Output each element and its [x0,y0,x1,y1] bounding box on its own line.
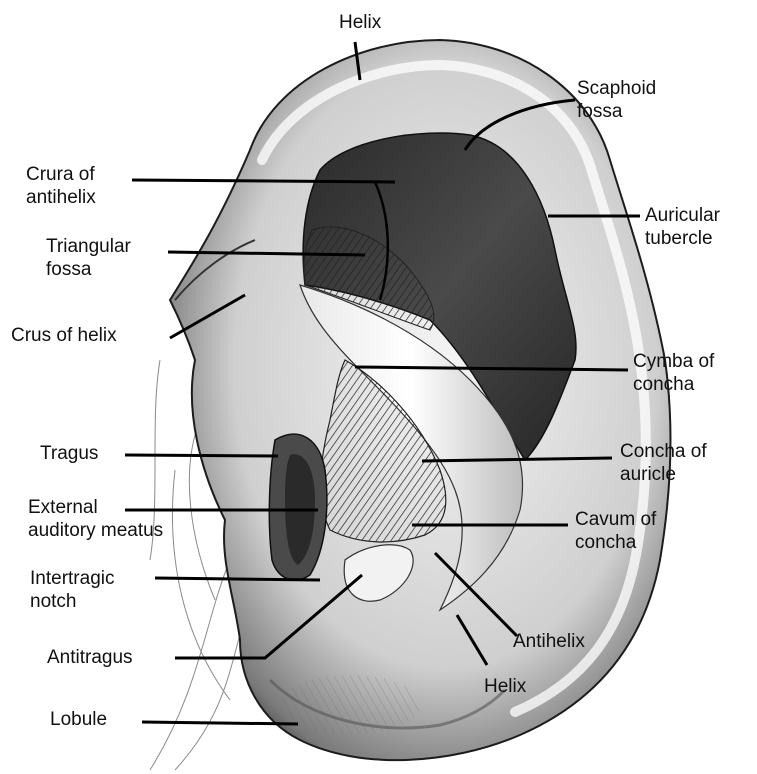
label-intertragic-notch-line1: Intertragic [30,567,114,590]
label-external-auditory-meatus-line1: External [28,496,163,519]
label-crura-of-antihelix-line1: Crura of [26,163,96,186]
label-antihelix-line1: Antihelix [513,630,585,653]
label-crus-of-helix-line1: Crus of helix [11,324,117,347]
label-concha-of-auricle: Concha of auricle [620,440,707,486]
label-cymba-of-concha-line1: Cymba of [633,350,714,373]
label-cavum-of-concha: Cavum of concha [575,508,656,554]
label-scaphoid-fossa-line2: fossa [577,100,656,123]
label-external-auditory-meatus: External auditory meatus [28,496,163,542]
label-cymba-of-concha-line2: concha [633,373,714,396]
label-triangular-fossa-line2: fossa [46,258,131,281]
label-external-auditory-meatus-line2: auditory meatus [28,519,163,542]
label-auricular-tubercle-line1: Auricular [645,204,720,227]
label-crura-of-antihelix: Crura of antihelix [26,163,96,209]
label-cavum-of-concha-line2: concha [575,531,656,554]
label-cavum-of-concha-line1: Cavum of [575,508,656,531]
leader-tragus [125,455,278,456]
label-intertragic-notch: Intertragic notch [30,567,114,613]
label-scaphoid-fossa: Scaphoid fossa [577,77,656,123]
label-tragus: Tragus [40,442,98,465]
leader-intertragic-notch [155,578,320,580]
label-helix-bottom: Helix [484,675,526,698]
label-concha-of-auricle-line2: auricle [620,463,707,486]
label-antitragus-line1: Antitragus [47,646,133,669]
label-helix-top: Helix [339,11,381,34]
label-crus-of-helix: Crus of helix [11,324,117,347]
label-tragus-line1: Tragus [40,442,98,465]
label-antitragus: Antitragus [47,646,133,669]
label-helix-bottom-line1: Helix [484,675,526,698]
label-concha-of-auricle-line1: Concha of [620,440,707,463]
label-intertragic-notch-line2: notch [30,590,114,613]
label-lobule: Lobule [50,708,107,731]
leader-crura-of-antihelix [132,180,395,182]
label-auricular-tubercle-line2: tubercle [645,227,720,250]
label-crura-of-antihelix-line2: antihelix [26,186,96,209]
label-triangular-fossa: Triangular fossa [46,235,131,281]
label-lobule-line1: Lobule [50,708,107,731]
label-scaphoid-fossa-line1: Scaphoid [577,77,656,100]
label-cymba-of-concha: Cymba of concha [633,350,714,396]
label-auricular-tubercle: Auricular tubercle [645,204,720,250]
label-triangular-fossa-line1: Triangular [46,235,131,258]
label-antihelix: Antihelix [513,630,585,653]
label-helix-top-line1: Helix [339,11,381,34]
leader-lobule [142,722,298,724]
